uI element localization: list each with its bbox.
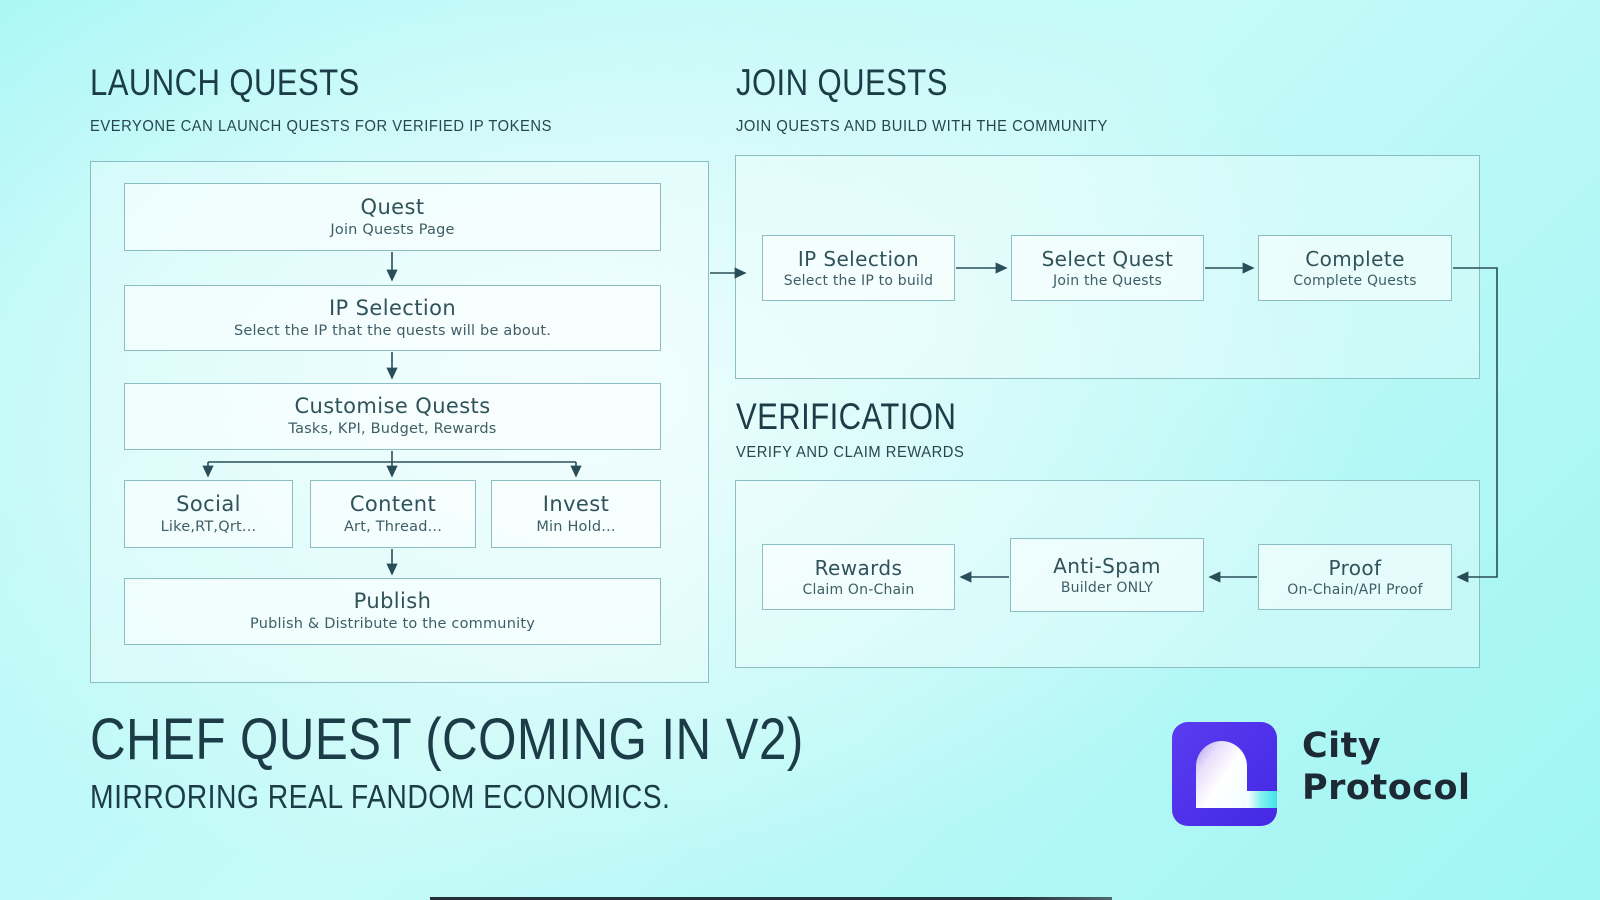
join-quests-title: JOIN QUESTS <box>736 62 948 103</box>
logo-cyan-strip <box>1247 791 1277 808</box>
node-title: Anti-Spam <box>1053 553 1161 578</box>
node-subtitle: Select the IP to build <box>783 272 934 289</box>
node-subtitle: Tasks, KPI, Budget, Rewards <box>288 421 497 438</box>
flow-node-publish: Publish Publish & Distribute to the comm… <box>124 578 661 645</box>
node-subtitle: Art, Thread... <box>343 518 443 535</box>
brand-line-protocol: Protocol <box>1302 768 1471 808</box>
node-title: Select Quest <box>1041 246 1174 271</box>
launch-quests-subtitle: EVERYONE CAN LAUNCH QUESTS FOR VERIFIED … <box>90 118 552 135</box>
verification-subtitle: VERIFY AND CLAIM REWARDS <box>736 444 965 461</box>
node-title: IP Selection <box>328 295 457 320</box>
node-subtitle: Publish & Distribute to the community <box>250 616 535 633</box>
flow-node-customise-quests: Customise Quests Tasks, KPI, Budget, Rew… <box>124 383 661 450</box>
brand-line-city: City <box>1302 726 1382 766</box>
node-subtitle: Complete Quests <box>1293 272 1417 289</box>
flow-node-anti-spam: Anti-Spam Builder ONLY <box>1010 538 1204 612</box>
flow-node-proof: Proof On-Chain/API Proof <box>1258 544 1452 610</box>
city-protocol-wordmark: City Protocol <box>1302 725 1471 809</box>
node-subtitle: On-Chain/API Proof <box>1287 581 1423 598</box>
node-title: IP Selection <box>797 246 920 271</box>
node-subtitle: Select the IP that the quests will be ab… <box>233 322 552 339</box>
node-title: Proof <box>1328 555 1382 580</box>
node-subtitle: Claim On-Chain <box>802 581 915 598</box>
node-title: Publish <box>353 589 432 614</box>
flow-node-select-quest: Select Quest Join the Quests <box>1011 235 1204 301</box>
flow-node-rewards: Rewards Claim On-Chain <box>762 544 955 610</box>
flow-node-social: Social Like,RT,Qrt... <box>124 480 293 548</box>
join-quests-subtitle: JOIN QUESTS AND BUILD WITH THE COMMUNITY <box>736 118 1108 135</box>
node-subtitle: Like,RT,Qrt... <box>160 518 257 535</box>
chef-quest-subheading: MIRRORING REAL FANDOM ECONOMICS. <box>90 778 671 815</box>
node-title: Rewards <box>814 555 903 580</box>
city-protocol-logo-icon <box>1172 722 1277 826</box>
node-subtitle: Builder ONLY <box>1060 579 1154 596</box>
launch-quests-title: LAUNCH QUESTS <box>90 62 360 103</box>
node-title: Social <box>176 491 241 516</box>
flow-node-invest: Invest Min Hold... <box>491 480 661 548</box>
flow-node-content: Content Art, Thread... <box>310 480 476 548</box>
flow-node-quest: Quest Join Quests Page <box>124 183 661 251</box>
node-title: Customise Quests <box>294 394 491 419</box>
flow-node-ip-selection: IP Selection Select the IP that the ques… <box>124 285 661 351</box>
node-title: Quest <box>360 194 425 219</box>
verification-title: VERIFICATION <box>736 396 957 437</box>
node-title: Invest <box>542 491 610 516</box>
node-subtitle: Min Hold... <box>536 518 616 535</box>
logo-arch-shape <box>1196 741 1247 808</box>
chef-quest-heading: CHEF QUEST (COMING IN V2) <box>90 707 804 772</box>
flow-node-join-ip-selection: IP Selection Select the IP to build <box>762 235 955 301</box>
bottom-edge-bar <box>430 897 1112 900</box>
node-title: Complete <box>1305 246 1405 271</box>
node-subtitle: Join the Quests <box>1053 272 1162 289</box>
node-title: Content <box>349 491 437 516</box>
node-subtitle: Join Quests Page <box>330 221 455 238</box>
flow-node-complete: Complete Complete Quests <box>1258 235 1452 301</box>
